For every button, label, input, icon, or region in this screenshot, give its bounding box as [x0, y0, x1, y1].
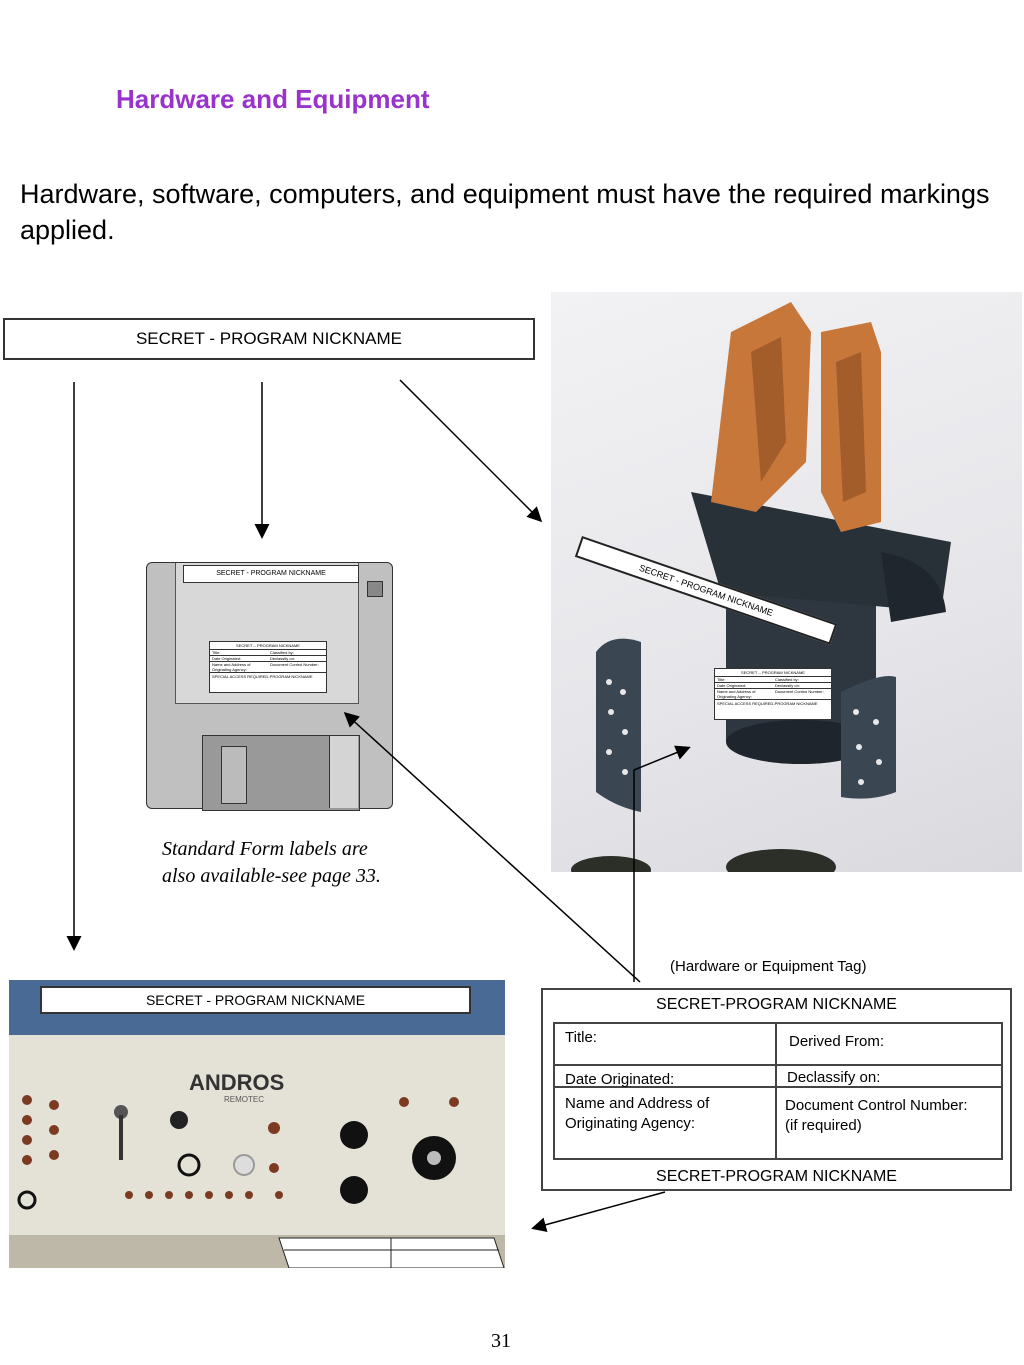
equipment-tag: SECRET-PROGRAM NICKNAME Title: Derived F…	[541, 988, 1012, 1191]
tag-footer: SECRET-PROGRAM NICKNAME	[656, 1168, 897, 1185]
tag-doc-control-field: Document Control Number: (if required)	[785, 1096, 968, 1136]
shutter-edge	[329, 736, 358, 808]
robot-gripper-photo	[551, 292, 1022, 872]
mini-tag-head: SECRET -- PROGRAM NICKNAME	[741, 670, 805, 675]
mini-tag-doc-control: Document Control Number:	[270, 662, 319, 667]
tag-grid: Title: Derived From: Date Originated: De…	[553, 1022, 1003, 1160]
tag-header: SECRET-PROGRAM NICKNAME	[656, 996, 897, 1013]
mini-tag-agency: Name and Address of Originating Agency:	[717, 689, 756, 699]
mini-tag-agency: Name and Address of Originating Agency:	[212, 662, 251, 672]
floppy-shutter	[202, 735, 360, 811]
tag-divider	[555, 1086, 1001, 1088]
floppy-mini-tag: SECRET -- PROGRAM NICKNAME Title: Classif…	[209, 641, 327, 693]
mini-tag-head: SECRET -- PROGRAM NICKNAME	[236, 643, 300, 648]
mini-tag-foot: SPECIAL ACCESS REQUIRED-PROGRAM NICKNAME	[210, 672, 326, 680]
caption-line-1: Standard Form labels are	[162, 838, 368, 860]
mini-tag-declassify: Declassify on:	[270, 656, 295, 661]
panel-sub: REMOTEC	[224, 1095, 264, 1104]
arrow-tag-to-panel	[531, 1191, 666, 1233]
mini-tag-doc-control: Document Control Number:	[775, 689, 824, 694]
arrow-to-gripper	[399, 379, 543, 523]
gripper-drawing	[571, 302, 951, 872]
tag-divider	[555, 1064, 1001, 1066]
tag-agency-field: Name and Address of Originating Agency:	[565, 1094, 709, 1134]
mini-tag-title: Title:	[212, 650, 221, 655]
tag-agency-line-2: Originating Agency:	[565, 1115, 696, 1132]
caption-line-2: also available-see page 33.	[162, 865, 381, 887]
tag-doc-control-line-1: Document Control Number:	[785, 1097, 968, 1114]
floppy-disk-illustration: SECRET - PROGRAM NICKNAME SECRET -- PROG…	[146, 562, 393, 811]
tag-derived-field: Derived From:	[789, 1033, 885, 1050]
shutter-window	[221, 746, 247, 804]
tag-title-field: Title:	[565, 1029, 597, 1046]
tag-doc-control-line-2: (if required)	[785, 1117, 862, 1134]
mini-tag-date: Date Originated:	[717, 683, 747, 688]
classification-banner: SECRET - PROGRAM NICKNAME	[3, 318, 535, 360]
tag-date-field: Date Originated:	[565, 1071, 675, 1088]
page-number: 31	[491, 1330, 511, 1352]
mini-tag-foot: SPECIAL ACCESS REQUIRED-PROGRAM NICKNAME	[715, 699, 831, 707]
mini-tag-classified: Classified by:	[270, 650, 294, 655]
write-protect-notch	[367, 581, 383, 597]
control-panel-drawing: ANDROS REMOTEC	[9, 980, 505, 1268]
mini-tag-title: Title:	[717, 677, 726, 682]
panel-banner: SECRET - PROGRAM NICKNAME	[40, 986, 471, 1014]
tag-agency-line-1: Name and Address of	[565, 1095, 710, 1112]
floppy-banner: SECRET - PROGRAM NICKNAME	[183, 565, 359, 583]
intro-text: Hardware, software, computers, and equip…	[20, 179, 990, 245]
mini-tag-classified: Classified by:	[775, 677, 799, 682]
gripper-mini-tag: SECRET -- PROGRAM NICKNAME Title: Classif…	[714, 668, 832, 720]
tag-declassify-field: Declassify on:	[787, 1069, 881, 1086]
mini-tag-date: Date Originated:	[212, 656, 242, 661]
standard-form-caption: Standard Form labels are also available-…	[162, 836, 381, 890]
tag-caption: (Hardware or Equipment Tag)	[670, 958, 867, 975]
control-panel-photo: ANDROS REMOTEC	[9, 980, 505, 1268]
panel-brand: ANDROS	[189, 1070, 284, 1095]
tag-divider-vertical	[775, 1024, 777, 1158]
page-title: Hardware and Equipment	[116, 84, 430, 114]
mini-tag-declassify: Declassify on:	[775, 683, 800, 688]
